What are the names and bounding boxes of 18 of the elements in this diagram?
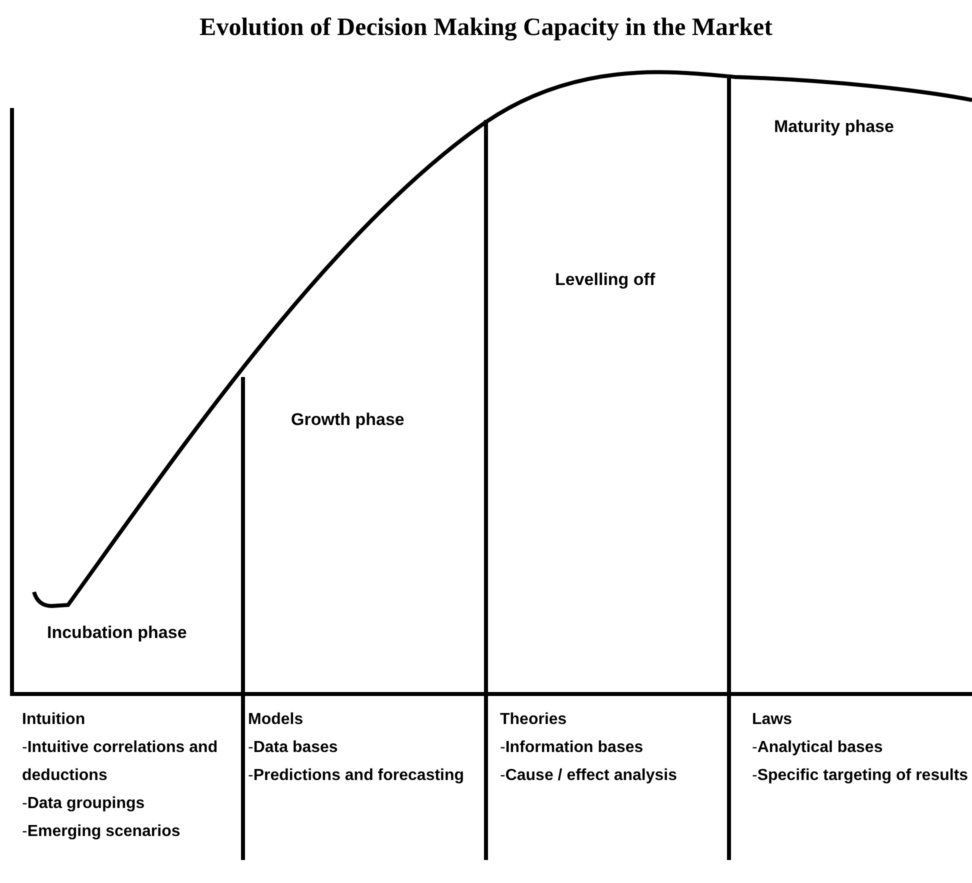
stage-item: -Emerging scenarios	[22, 822, 182, 842]
stage-item: -Data bases	[248, 738, 339, 758]
phase-label: Maturity phase	[774, 117, 894, 137]
phase-label: Incubation phase	[47, 623, 187, 643]
phase-label: Growth phase	[291, 410, 404, 430]
stage-heading: Intuition	[22, 710, 86, 730]
phase-label: Levelling off	[555, 270, 656, 290]
title: Evolution of Decision Making Capacity in the Market	[198, 14, 774, 42]
stage-heading: Theories	[500, 710, 568, 730]
stage-item: -Intuitive correlations and deductions	[22, 738, 219, 786]
stage-item: -Cause / effect analysis	[500, 766, 678, 786]
stage-item: -Information bases	[500, 738, 644, 758]
stage-heading: Models	[248, 710, 304, 730]
stage-item: -Data groupings	[22, 794, 146, 814]
stage-heading: Laws	[752, 710, 794, 730]
stage-item: -Analytical bases	[752, 738, 884, 758]
stage-item: -Specific targeting of results	[752, 766, 970, 786]
stage-item: -Predictions and forecasting	[248, 766, 466, 786]
